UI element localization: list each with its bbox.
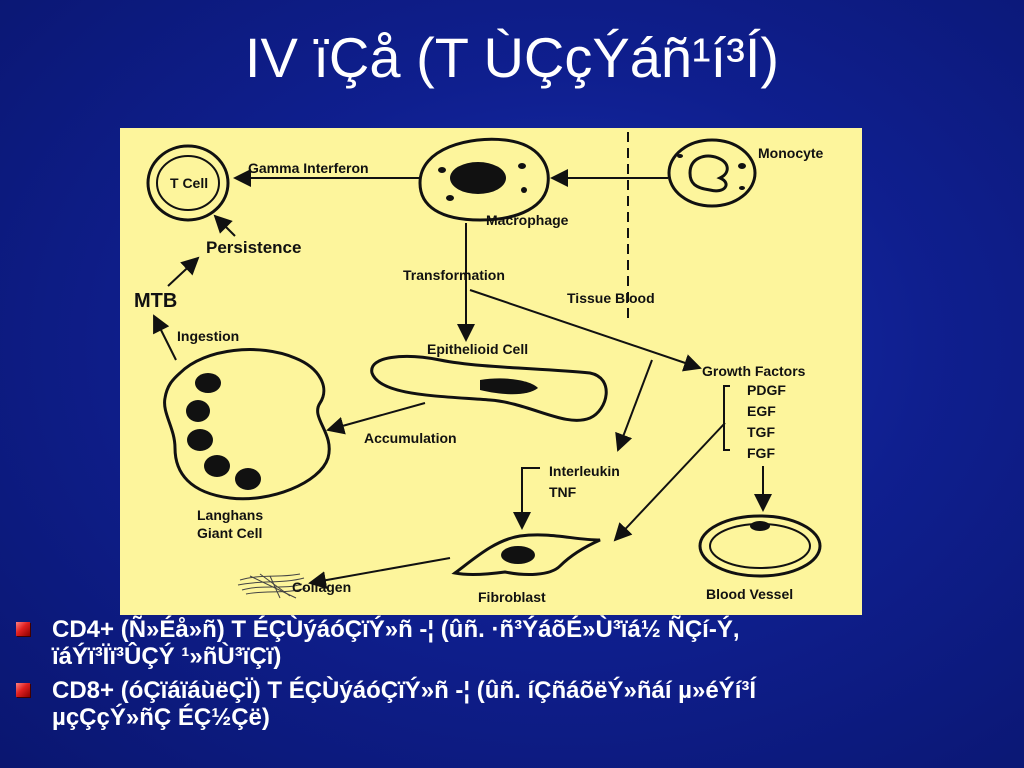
- tnf-label: TNF: [549, 484, 577, 500]
- macrophage-label: Macrophage: [486, 212, 569, 228]
- slide-title: IV ïÇå (T ÙÇçÝáñ¹í³Í): [244, 26, 780, 89]
- collagen-fibers: [237, 573, 307, 599]
- giant-cell-label: Giant Cell: [197, 525, 262, 541]
- fibroblast-label: Fibroblast: [478, 589, 546, 605]
- macrophage-cell: [418, 137, 550, 222]
- blood-vessel-label: Blood Vessel: [706, 586, 793, 602]
- epithelioid-cell-label: Epithelioid Cell: [427, 341, 528, 357]
- arrow-fibroblast-to-collagen: [308, 557, 451, 590]
- langhans-giant-cell: [163, 348, 331, 501]
- bullet-line: CD8+ (óÇïáïáùëÇÏ) T ÉÇÙýáóÇïÝ»ñ -¦ (ûñ. …: [52, 677, 757, 704]
- arrow-mtb-to-persistence: [167, 256, 200, 287]
- monocyte-label: Monocyte: [758, 145, 824, 161]
- arrow-to-interleukin: [615, 359, 653, 452]
- bullet-line: ïáÝï³Ïï³ÛÇÝ ¹»ñÙ³ïÇï): [52, 643, 282, 670]
- epithelioid-cell: [370, 355, 608, 422]
- growth-factors-bracket: [723, 385, 730, 451]
- persistence-label: Persistence: [206, 238, 301, 257]
- t-cell-label: T Cell: [170, 175, 208, 191]
- t-cell: [146, 144, 230, 222]
- egf-label: EGF: [747, 403, 776, 419]
- fibroblast-cell: [451, 533, 601, 577]
- immune-response-diagram: T Cell Monocyte Gamma Interferon Macroph…: [120, 128, 862, 615]
- gamma-interferon-label: Gamma Interferon: [248, 160, 369, 176]
- bullet-marker-icon: [16, 622, 30, 636]
- pdgf-label: PDGF: [747, 382, 786, 398]
- fgf-label: FGF: [747, 445, 775, 461]
- collagen-label: Collagen: [292, 579, 351, 595]
- langhans-label: Langhans: [197, 507, 263, 523]
- diagram-svg: T Cell Monocyte Gamma Interferon Macroph…: [134, 132, 824, 605]
- mtb-label: MTB: [134, 290, 177, 312]
- arrow-growth-factors-to-fibroblast: [613, 422, 726, 542]
- transformation-label: Transformation: [403, 267, 505, 283]
- bullet-list: CD4+ (Ñ»Éå»ñ) T ÉÇÙýáóÇïÝ»ñ -¦ (ûñ. ·ñ³Ý…: [16, 616, 1016, 738]
- arrow-epithelioid-to-giant-cell: [326, 402, 426, 435]
- cytokine-bracket: [521, 467, 540, 490]
- bullet-line: µçÇçÝ»ñÇ ÉÇ½Çë): [52, 704, 270, 731]
- bullet-item: CD4+ (Ñ»Éå»ñ) T ÉÇÙýáóÇïÝ»ñ -¦ (ûñ. ·ñ³Ý…: [16, 616, 1016, 670]
- blood-vessel: [698, 514, 822, 578]
- arrow-giant-cell-to-mtb: [153, 314, 177, 361]
- bullet-marker-icon: [16, 683, 30, 697]
- tgf-label: TGF: [747, 424, 775, 440]
- arrow-persistence-to-tcell: [213, 214, 236, 237]
- bullet-line: CD4+ (Ñ»Éå»ñ) T ÉÇÙýáóÇïÝ»ñ -¦ (ûñ. ·ñ³Ý…: [52, 616, 740, 643]
- growth-factors-label: Growth Factors: [702, 363, 806, 379]
- interleukin-label: Interleukin: [549, 463, 620, 479]
- arrow-to-growth-factors: [469, 289, 702, 372]
- monocyte-cell: [667, 138, 757, 208]
- bullet-item: CD8+ (óÇïáïáùëÇÏ) T ÉÇÙýáóÇïÝ»ñ -¦ (ûñ. …: [16, 677, 1016, 731]
- tissue-blood-label: Tissue Blood: [567, 290, 655, 306]
- accumulation-label: Accumulation: [364, 430, 457, 446]
- ingestion-label: Ingestion: [177, 328, 239, 344]
